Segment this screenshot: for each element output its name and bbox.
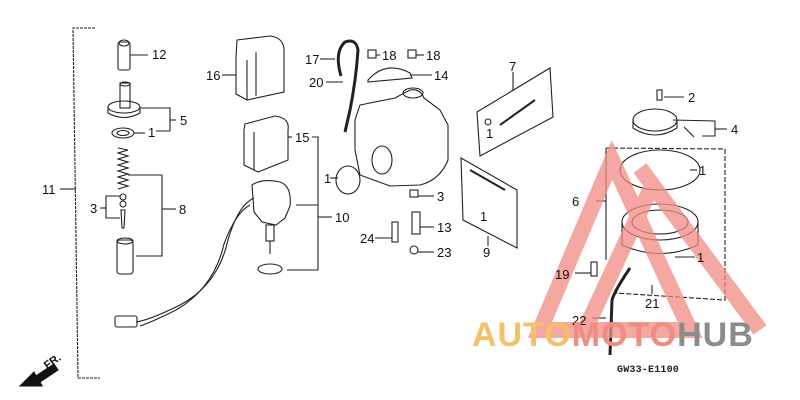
callout-c1f: 1	[697, 250, 705, 265]
callout-c13: 13	[437, 220, 452, 235]
callout-c1b: 1	[324, 171, 332, 186]
callout-c15: 15	[295, 130, 310, 145]
callout-c23: 23	[437, 245, 452, 260]
watermark-hub: HUB	[677, 316, 754, 354]
watermark-moto: MOTO	[571, 316, 678, 354]
callout-c11: 11	[42, 182, 56, 197]
callout-c1c: 1	[486, 126, 494, 141]
watermark-logo: AUTOMOTOHUB	[472, 318, 754, 352]
callout-c18a: 18	[382, 48, 397, 63]
callout-c16: 16	[206, 68, 221, 83]
callout-c1e: 1	[699, 163, 707, 178]
callout-c21: 21	[645, 296, 660, 311]
watermark-auto: AUTO	[472, 316, 572, 354]
callout-c12: 12	[152, 47, 167, 62]
callout-c9: 9	[483, 245, 491, 260]
callout-c19: 19	[555, 267, 570, 282]
callout-c7: 7	[509, 59, 517, 74]
callout-c14: 14	[434, 68, 449, 83]
callout-c24: 24	[360, 231, 375, 246]
callout-c22: 22	[572, 313, 587, 328]
callout-c5: 5	[180, 113, 188, 128]
callout-c1a: 1	[148, 125, 156, 140]
callout-c6: 6	[572, 194, 580, 209]
callout-c17: 17	[305, 52, 320, 67]
callout-c1d: 1	[480, 209, 488, 224]
callout-c10: 10	[335, 210, 350, 225]
callout-c20: 20	[309, 75, 324, 90]
diagram-code: GW33-E1100	[617, 365, 680, 376]
callout-c2: 2	[688, 90, 696, 105]
callout-c4: 4	[731, 122, 739, 137]
callout-c18b: 18	[426, 48, 441, 63]
callout-c3a: 3	[90, 201, 98, 216]
callout-c8: 8	[179, 202, 187, 217]
watermark-triangles	[527, 140, 767, 338]
callout-c3b: 3	[437, 189, 445, 204]
